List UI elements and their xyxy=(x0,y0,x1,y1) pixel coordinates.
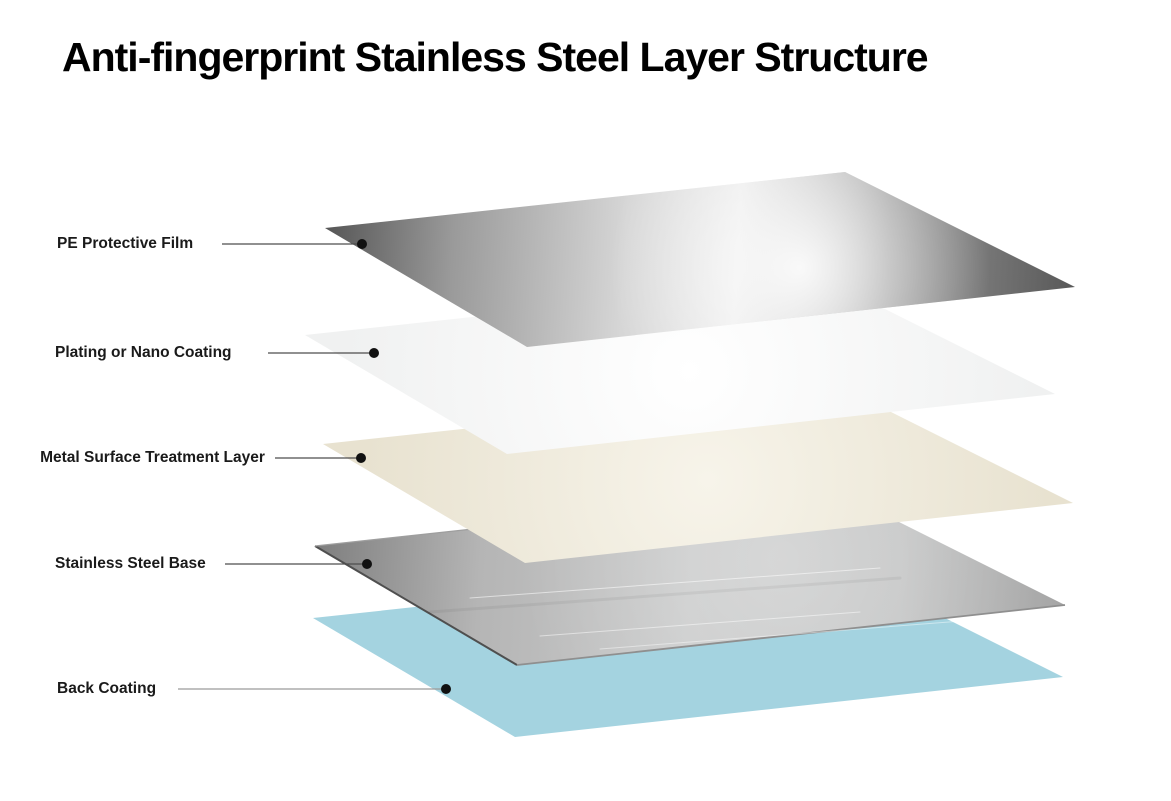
label-plating-or-nano-coating: Plating or Nano Coating xyxy=(55,344,232,361)
label-pe-protective-film: PE Protective Film xyxy=(57,235,194,252)
steel-edge-front-right xyxy=(516,604,1066,666)
steel-brush-streaks xyxy=(428,567,976,650)
callout-dot-plating-or-nano-coating xyxy=(369,348,379,358)
callout-dot-metal-surface-treatment-layer xyxy=(356,453,366,463)
label-stainless-steel-base: Stainless Steel Base xyxy=(55,555,206,572)
callouts xyxy=(178,239,451,694)
label-metal-surface-treatment-layer: Metal Surface Treatment Layer xyxy=(40,449,265,466)
callout-dot-pe-protective-film xyxy=(357,239,367,249)
layer-pe-protective-film xyxy=(325,172,1075,347)
steel-edge-front-left xyxy=(314,545,518,666)
label-back-coating: Back Coating xyxy=(57,680,157,697)
page-title: Anti-fingerprint Stainless Steel Layer S… xyxy=(62,34,929,80)
callout-dot-back-coating xyxy=(441,684,451,694)
callout-dot-stainless-steel-base xyxy=(362,559,372,569)
layer-highlight-pe-protective-film xyxy=(325,172,1075,347)
